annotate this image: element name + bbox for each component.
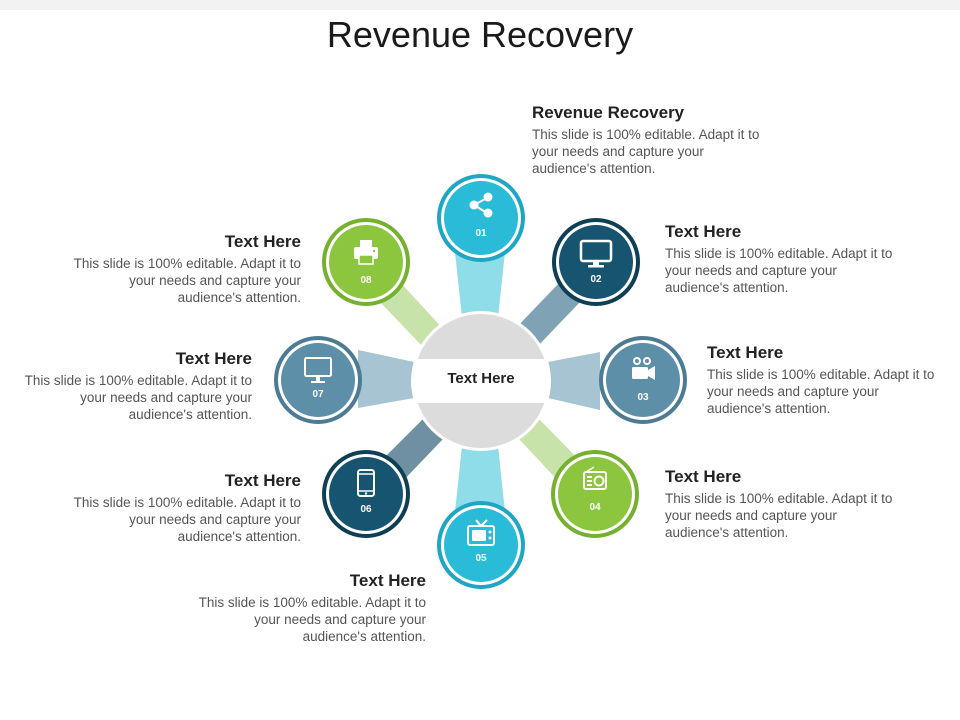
spoke-07 — [358, 350, 414, 408]
video-camera-icon — [632, 357, 655, 380]
node-02[interactable]: 02 — [552, 218, 640, 306]
text-block-01: Revenue Recovery This slide is 100% edit… — [532, 103, 768, 177]
monitor-icon — [579, 239, 613, 268]
block-heading: Text Here — [224, 471, 301, 490]
node-number: 07 — [312, 389, 324, 400]
text-block-08: Text Here This slide is 100% editable. A… — [65, 232, 301, 306]
node-number: 01 — [475, 228, 487, 239]
node-number: 04 — [589, 502, 601, 513]
radio-icon — [583, 466, 607, 490]
node-number: 05 — [475, 553, 487, 564]
node-01[interactable]: 01 — [437, 174, 525, 262]
block-heading: Text Here — [707, 343, 784, 362]
block-body: This slide is 100% editable. Adapt it to… — [707, 367, 935, 416]
text-block-06: Text Here This slide is 100% editable. A… — [65, 471, 301, 545]
printer-icon — [354, 240, 378, 265]
text-block-07: Text Here This slide is 100% editable. A… — [16, 349, 252, 423]
block-heading: Text Here — [175, 349, 252, 368]
block-body: This slide is 100% editable. Adapt it to… — [73, 256, 301, 305]
block-heading: Revenue Recovery — [532, 103, 685, 122]
node-number: 08 — [360, 275, 372, 286]
node-08[interactable]: 08 — [322, 218, 410, 306]
block-heading: Text Here — [224, 232, 301, 251]
node-number: 03 — [637, 392, 649, 403]
text-block-02: Text Here This slide is 100% editable. A… — [665, 222, 901, 296]
smartphone-icon — [357, 469, 375, 497]
node-number: 02 — [590, 274, 602, 285]
node-number: 06 — [360, 504, 372, 515]
block-heading: Text Here — [349, 571, 426, 590]
node-04[interactable]: 04 — [551, 450, 639, 538]
block-heading: Text Here — [665, 467, 742, 486]
text-block-03: Text Here This slide is 100% editable. A… — [707, 343, 943, 417]
slide-title: Revenue Recovery — [326, 14, 634, 55]
node-07[interactable]: 07 — [274, 336, 362, 424]
node-03[interactable]: 03 — [599, 336, 687, 424]
block-body: This slide is 100% editable. Adapt it to… — [198, 595, 426, 644]
block-body: This slide is 100% editable. Adapt it to… — [532, 127, 760, 176]
spoke-08 — [378, 282, 446, 350]
spoke-01 — [455, 252, 505, 318]
tv-icon — [467, 519, 495, 546]
node-06[interactable]: 06 — [322, 450, 410, 538]
center-hub — [411, 311, 551, 451]
center-label: Text Here — [447, 370, 515, 387]
node-05[interactable]: 05 — [437, 501, 525, 589]
text-block-04: Text Here This slide is 100% editable. A… — [665, 467, 901, 541]
share-icon — [469, 192, 493, 218]
desktop-icon — [304, 357, 332, 383]
block-body: This slide is 100% editable. Adapt it to… — [73, 495, 301, 544]
block-body: This slide is 100% editable. Adapt it to… — [665, 491, 893, 540]
block-body: This slide is 100% editable. Adapt it to… — [24, 373, 252, 422]
spoke-03 — [548, 352, 600, 410]
block-body: This slide is 100% editable. Adapt it to… — [665, 246, 893, 295]
spoke-05 — [455, 446, 505, 512]
top-bar — [0, 0, 960, 10]
text-block-05: Text Here This slide is 100% editable. A… — [190, 571, 426, 645]
block-heading: Text Here — [665, 222, 742, 241]
